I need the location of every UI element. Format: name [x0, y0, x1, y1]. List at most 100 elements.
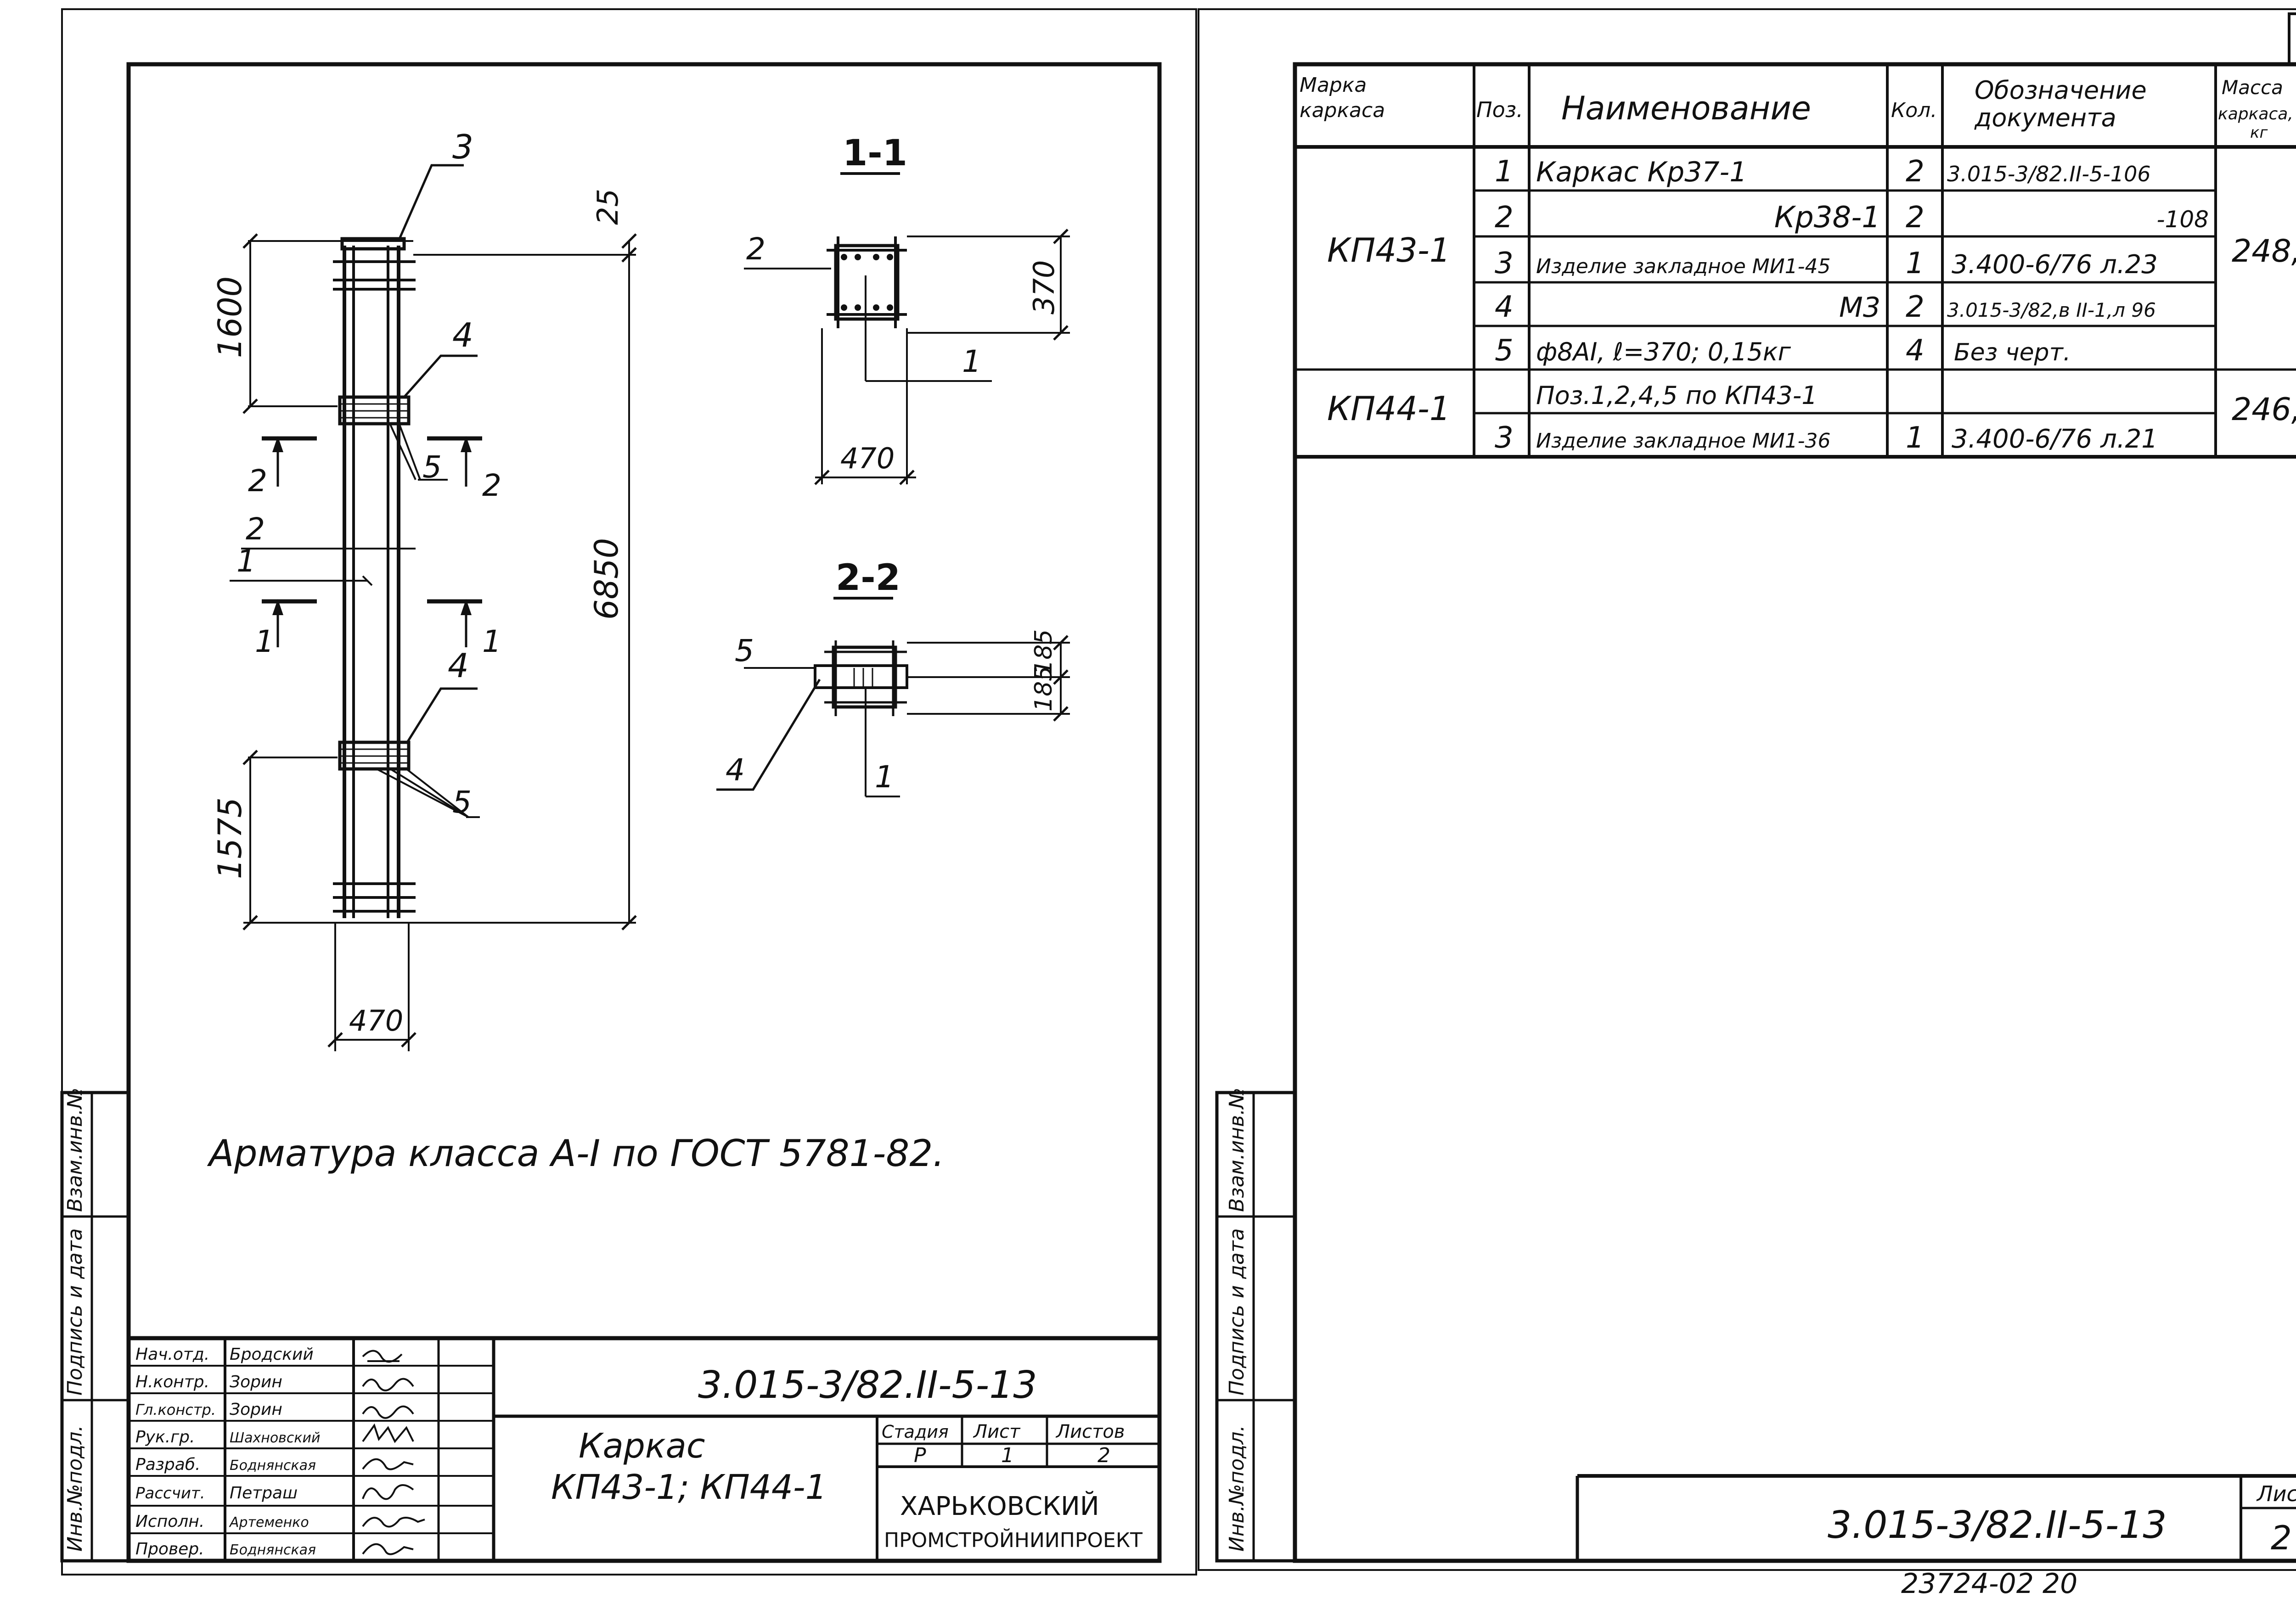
hdr-qty: Кол.	[1891, 99, 1937, 122]
s22-callout-pos4: 4	[726, 752, 745, 788]
g2r2-pos: 3	[1495, 421, 1514, 455]
dim-470: 470	[349, 1004, 403, 1037]
g1r5-doc: Без черт.	[1954, 339, 2071, 366]
right-title-block	[1576, 1474, 2296, 1561]
sheets-value: 2	[1097, 1444, 1110, 1467]
cut1-right-label: 1	[482, 624, 501, 659]
cut1-left-label: 1	[255, 624, 274, 659]
cut2-left-label: 2	[248, 463, 267, 499]
signer-role-2: Н.контр.	[135, 1373, 209, 1391]
section-1-1: 1-1	[744, 133, 1070, 485]
side-stamp-sign: Подпись и дата	[63, 1228, 87, 1396]
signer-name-5: Боднянская	[230, 1458, 316, 1474]
section-2-2: 2-2	[716, 557, 1070, 797]
s11-callout-pos1: 1	[962, 344, 981, 379]
hdr-mark-1: Марка	[1300, 73, 1367, 97]
sheet-header: Лист	[973, 1421, 1021, 1442]
s22-callout-pos1: 1	[875, 759, 894, 795]
signer-role-5: Разраб.	[135, 1455, 200, 1474]
callout-pos5-top: 5	[422, 449, 442, 485]
right-sheet-header: Лист	[2256, 1481, 2296, 1506]
sheets-header: Листов	[1055, 1421, 1125, 1442]
right-sheet: 18 Инв.№подл. Подпись и дата Взам.инв.№	[1198, 8, 2296, 1598]
section-1-1-label: 1-1	[843, 133, 907, 174]
right-side-stamp: Инв.№подл. Подпись и дата Взам.инв.№	[1215, 1088, 1297, 1563]
cut2-right-label: 2	[482, 468, 501, 503]
hdr-mass-2: каркаса,	[2218, 105, 2293, 123]
signer-name-8: Боднянская	[230, 1542, 316, 1558]
page-number: 18	[2295, 24, 2296, 58]
archive-number: 23724-02 20	[1901, 1568, 2077, 1596]
hdr-doc-2: документа	[1974, 103, 2116, 132]
reinforcement-note: Арматура класса А-I по ГОСТ 5781-82.	[207, 1132, 945, 1175]
g1r2-qty: 2	[1906, 201, 1925, 235]
callout-pos4-bottom: 4	[448, 646, 469, 685]
callout-pos5-bottom: 5	[452, 785, 472, 820]
stage-value: Р	[914, 1444, 926, 1467]
dim-6850: 6850	[588, 538, 625, 620]
group1-mark: КП43-1	[1327, 231, 1451, 269]
g1r3-pos: 3	[1495, 247, 1514, 280]
g2r2-name: Изделие закладное МИ1-36	[1536, 429, 1831, 453]
g1r3-qty: 1	[1906, 247, 1925, 280]
hdr-pos: Поз.	[1476, 97, 1523, 122]
hdr-doc-1: Обозначение	[1975, 76, 2147, 105]
g1r1-qty: 2	[1906, 155, 1925, 189]
dim-1600: 1600	[211, 276, 249, 358]
section-2-2-label: 2-2	[836, 557, 900, 599]
right-frame	[1293, 62, 2296, 1563]
g1r5-qty: 4	[1906, 334, 1925, 368]
hdr-mass-3: кг	[2250, 123, 2268, 142]
s22-callout-pos5: 5	[735, 633, 754, 668]
handwritten-signatures	[362, 1350, 425, 1555]
right-doc-code: 3.015-3/82.II-5-13	[1828, 1503, 2167, 1547]
g1r1-name: Каркас Кр37-1	[1536, 156, 1747, 188]
signer-role-3: Гл.констр.	[135, 1401, 216, 1419]
org-line2: ПРОМСТРОЙНИИПРОЕКТ	[884, 1528, 1142, 1552]
signer-name-6: Петраш	[230, 1484, 298, 1503]
g1r3-name: Изделие закладное МИ1-45	[1536, 255, 1831, 278]
side-stamp-replace: Взам.инв.№	[63, 1088, 87, 1212]
g1r4-name: М3	[1839, 292, 1880, 324]
g1r1-pos: 1	[1495, 155, 1514, 189]
page-number-box	[2288, 12, 2296, 66]
signer-name-4: Шахновский	[230, 1430, 320, 1446]
left-title-block	[129, 1336, 1159, 1561]
callout-pos3: 3	[452, 128, 473, 166]
g1r1-doc: 3.015-3/82.II-5-106	[1947, 162, 2151, 186]
g1r4-pos: 4	[1495, 290, 1514, 324]
s11-callout-pos2: 2	[746, 231, 765, 267]
s22-dim-185-top: 185	[1030, 629, 1058, 675]
left-side-stamp: Инв.№подл. Подпись и дата Взам.инв.№	[60, 1088, 130, 1563]
right-side-stamp-sign: Подпись и дата	[1225, 1228, 1249, 1396]
org-line1: ХАРЬКОВСКИЙ	[900, 1491, 1099, 1521]
g1r5-name: ф8АI, ℓ=370; 0,15кг	[1536, 337, 1791, 366]
left-doc-code: 3.015-3/82.II-5-13	[698, 1363, 1037, 1407]
left-title-line2: КП43-1; КП44-1	[551, 1468, 827, 1507]
frame-elevation	[230, 164, 637, 1051]
signer-role-4: Рук.гр.	[135, 1428, 195, 1447]
hdr-mark-2: каркаса	[1300, 99, 1385, 122]
side-stamp-inv: Инв.№подл.	[63, 1425, 87, 1552]
left-title-line1: Каркас	[579, 1426, 705, 1466]
stage-header: Стадия	[882, 1422, 949, 1442]
g1r2-pos: 2	[1495, 201, 1514, 235]
g1r4-qty: 2	[1906, 290, 1925, 324]
hdr-mass-1: Масса	[2222, 76, 2283, 99]
sheet-value: 1	[1001, 1444, 1014, 1467]
left-sheet: Инв.№подл. Подпись и дата Взам.инв.№	[60, 8, 1197, 1576]
g1r4-doc: 3.015-3/82,в II-1,л 96	[1947, 299, 2156, 321]
s11-dim-370: 370	[1027, 260, 1061, 314]
s11-dim-470: 470	[840, 442, 895, 475]
right-sheet-value: 2	[2271, 1519, 2292, 1557]
dim-1575: 1575	[211, 797, 249, 879]
g1r2-name: Кр38-1	[1774, 201, 1880, 235]
group2-mark: КП44-1	[1327, 389, 1451, 428]
signer-name-1: Бродский	[230, 1345, 314, 1364]
signer-name-2: Зорин	[230, 1373, 282, 1391]
left-frame	[126, 62, 1162, 1563]
right-side-stamp-replace: Взам.инв.№	[1225, 1088, 1249, 1212]
right-side-stamp-inv: Инв.№подл.	[1225, 1425, 1249, 1552]
signer-role-6: Рассчит.	[135, 1484, 205, 1503]
